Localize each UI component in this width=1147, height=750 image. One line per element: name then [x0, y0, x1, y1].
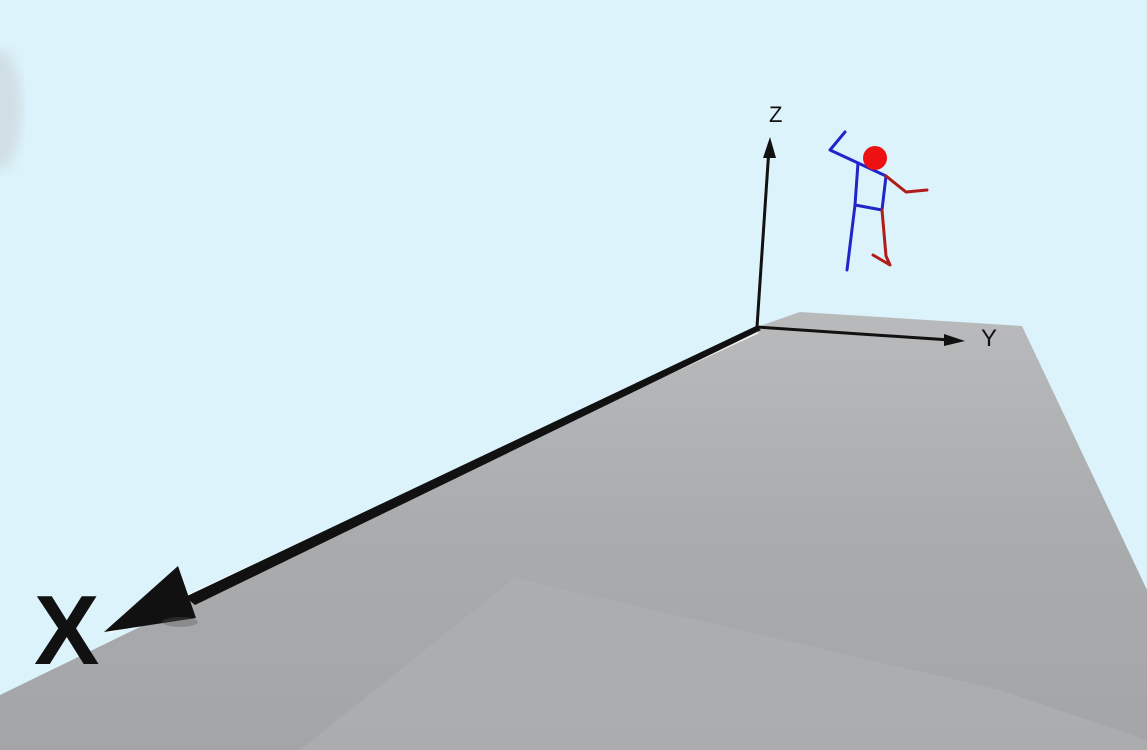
y-axis-shaft [756, 325, 951, 342]
stick-figure-left-leg [845, 203, 857, 272]
stick-figure-right-arm [884, 174, 929, 194]
floor-shade-patch [300, 578, 1147, 750]
sky-smudge [0, 50, 22, 170]
floor-plane [0, 312, 1147, 750]
y-axis-label: Y [981, 325, 997, 352]
x-axis-label: X [34, 575, 99, 685]
stick-figure-hips [853, 203, 884, 212]
stick-figure-torso-left [853, 161, 860, 207]
z-axis-shaft [755, 147, 771, 328]
stick-figure-left-arm [828, 130, 860, 165]
stick-figure [828, 130, 929, 272]
z-axis-arrowhead [763, 137, 776, 158]
stick-figure-head [863, 146, 887, 170]
y-axis-arrowhead [944, 334, 965, 346]
x-axis-shadow [162, 617, 198, 627]
z-axis-label: Z [769, 102, 782, 127]
stick-figure-torso-right [880, 174, 888, 212]
x-axis-shaft [185, 326, 761, 605]
x-axis-arrowhead [104, 566, 196, 632]
stick-figure-right-leg [871, 208, 892, 267]
